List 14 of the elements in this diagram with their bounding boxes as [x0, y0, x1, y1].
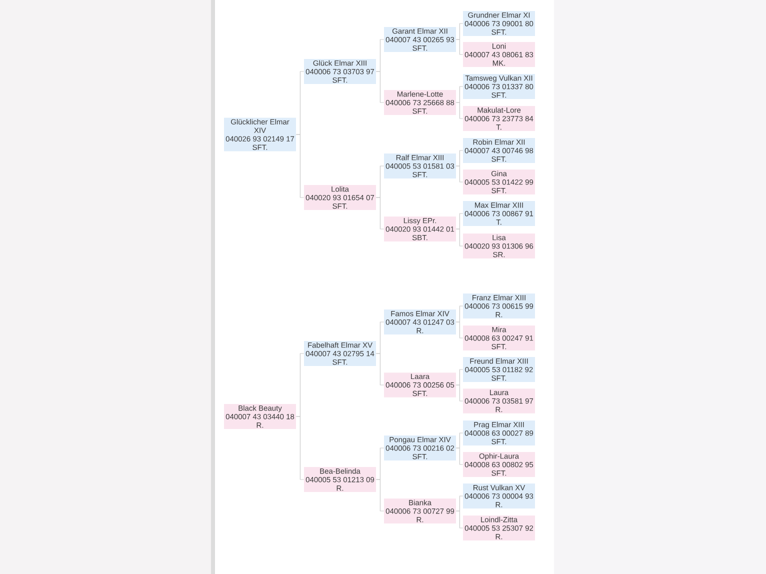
- connector-line: [456, 510, 464, 528]
- connector-line: [376, 479, 384, 512]
- connector-line: [456, 384, 464, 402]
- connector-line: [456, 322, 464, 338]
- connector-line: [456, 228, 464, 246]
- connector-line: [456, 39, 464, 55]
- connector-line: [376, 197, 384, 230]
- connector-line: [456, 448, 464, 465]
- connector-line: [296, 134, 304, 198]
- connector-line: [376, 353, 384, 386]
- connector-line: [296, 416, 304, 480]
- connector-line: [456, 166, 464, 182]
- connector-line: [456, 102, 464, 119]
- connector-line: [376, 71, 384, 103]
